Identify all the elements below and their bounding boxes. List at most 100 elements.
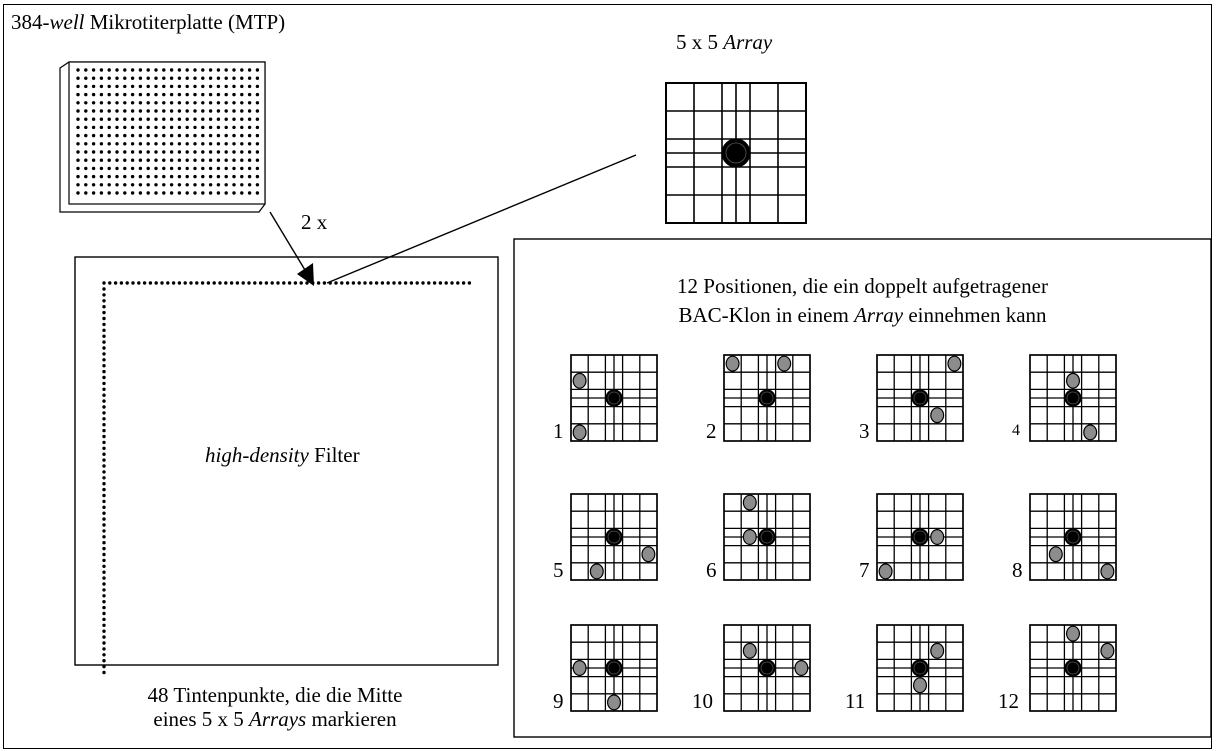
plate-well [247, 68, 252, 72]
ink-dot [102, 452, 106, 456]
plate-well [232, 191, 236, 195]
plate-well [138, 191, 143, 195]
ink-dot [102, 499, 106, 504]
clone-spot [606, 694, 621, 711]
plate-well [84, 101, 88, 105]
plate-well [130, 76, 135, 80]
clone-spot [777, 355, 792, 372]
plate-well [162, 117, 166, 121]
ink-dot [102, 287, 106, 291]
position-number: 7 [859, 558, 870, 582]
plate-well [208, 92, 213, 97]
plate-well [185, 133, 189, 138]
position-array [1029, 493, 1117, 581]
position-array [570, 354, 658, 442]
position-number: 2 [706, 419, 717, 443]
plate-well [169, 191, 174, 195]
plate-well [232, 109, 236, 113]
ink-dot [195, 281, 199, 285]
plate-well [84, 133, 88, 138]
plate-well [107, 158, 111, 162]
plate-well [169, 76, 174, 80]
plate-well [115, 166, 119, 171]
plate-well [115, 125, 119, 130]
ink-dot [444, 281, 448, 285]
clone-spot [878, 563, 893, 580]
plate-well [162, 174, 166, 179]
plate-well [130, 125, 135, 130]
plate-well [216, 76, 221, 80]
plate-well [177, 150, 182, 154]
plate-well [185, 174, 189, 179]
plate-well [115, 183, 119, 187]
ink-dot [102, 428, 106, 433]
plate-well [185, 84, 189, 89]
ink-dot [102, 434, 106, 439]
positions-grid [570, 354, 1117, 712]
ink-dot [287, 281, 292, 285]
plate-well [255, 191, 260, 195]
plate-well [123, 191, 127, 195]
position-number: 3 [859, 419, 870, 443]
ink-dot [386, 281, 390, 285]
position-array [876, 493, 964, 581]
clone-spot [742, 528, 757, 545]
plate-well [232, 183, 236, 187]
plate-well [99, 191, 104, 195]
plate-well [255, 158, 260, 162]
plate-well [91, 166, 96, 171]
plate-well [146, 109, 150, 113]
plate-well [193, 125, 197, 130]
plate-well [154, 117, 158, 121]
plate-well [130, 174, 135, 179]
clone-spot [930, 528, 945, 545]
plate-well [208, 166, 213, 171]
plate-well [193, 150, 197, 154]
position-number: 6 [706, 558, 717, 582]
clone-spot [794, 659, 809, 676]
positions-caption: 12 Positionen, die ein doppelt aufgetrag… [560, 274, 1165, 327]
plate-well [99, 68, 104, 72]
plate-well [146, 150, 150, 154]
plate-well [91, 76, 96, 80]
plate-well [154, 101, 158, 105]
ink-dot [102, 328, 106, 332]
plate-well [255, 174, 260, 179]
position-array [876, 354, 964, 442]
plate-well [240, 166, 244, 171]
plate-well [208, 117, 213, 121]
plate-well [146, 142, 150, 146]
plate-well [76, 142, 80, 146]
ink-dot [102, 617, 106, 622]
plate-well [115, 101, 119, 105]
ink-dot [131, 281, 135, 285]
plate-well [138, 150, 143, 154]
plate-well [201, 117, 205, 121]
position-array [723, 354, 811, 442]
plate-well [138, 183, 143, 187]
plate-well [240, 142, 244, 146]
plate-well [107, 68, 111, 72]
plate-well [224, 76, 228, 80]
plate-well [123, 142, 127, 146]
plate-well [123, 117, 127, 121]
plate-well [240, 133, 244, 138]
position-number: 11 [845, 689, 866, 713]
position-array [1029, 354, 1117, 442]
clone-spot [912, 677, 927, 694]
plate-well [177, 92, 182, 97]
plate-well [84, 117, 88, 121]
plate-well [84, 92, 88, 97]
plate-well [201, 133, 205, 138]
plate-well [177, 133, 182, 138]
plate-well [154, 166, 158, 171]
plate-well [76, 76, 80, 80]
ink-dot [102, 423, 106, 427]
plate-well [130, 117, 135, 121]
plate-well [123, 150, 127, 154]
plate-well [247, 109, 252, 113]
ink-dot [102, 299, 106, 303]
ink-dot [102, 558, 106, 563]
plate-well [232, 125, 236, 130]
plate-well [138, 92, 143, 97]
